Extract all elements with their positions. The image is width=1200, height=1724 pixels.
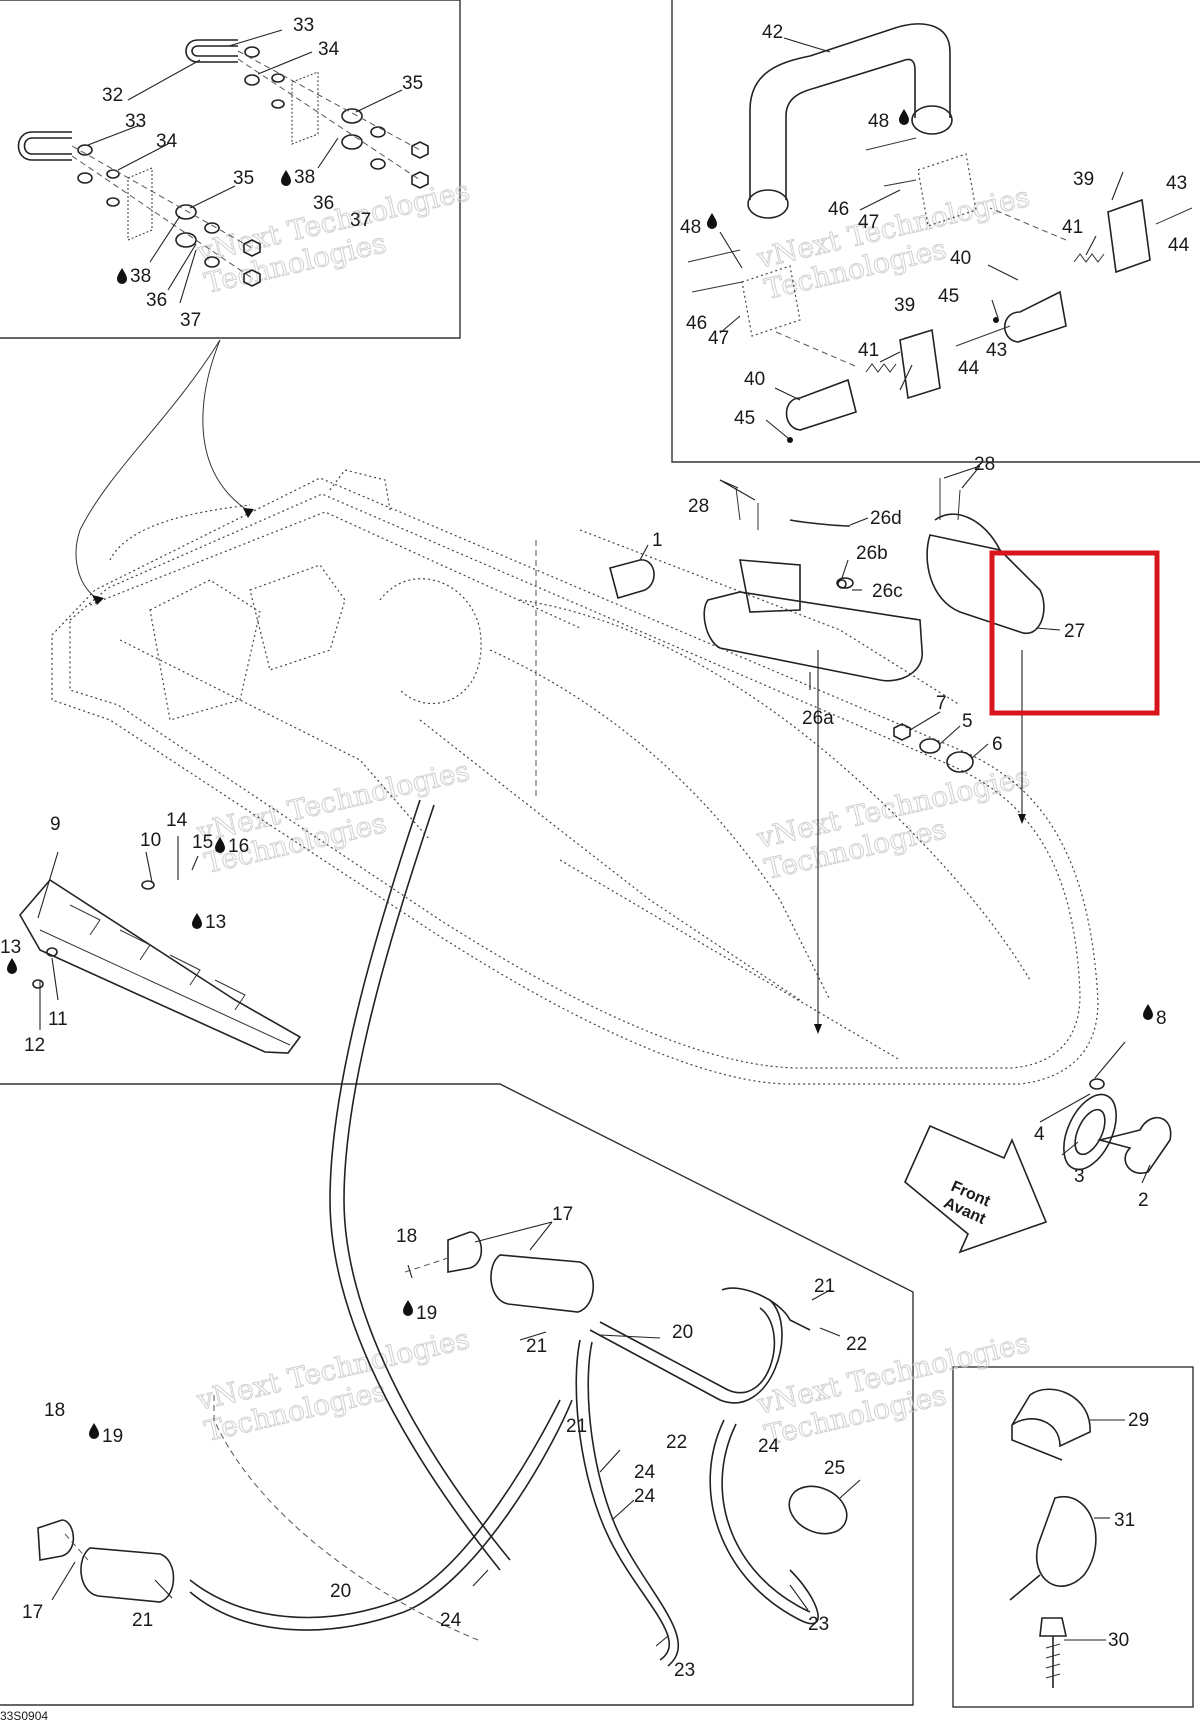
label-35b: 35 xyxy=(233,168,254,189)
label-34b: 34 xyxy=(156,131,178,152)
label-15: 15 xyxy=(192,832,213,853)
label-35: 35 xyxy=(402,73,423,94)
label-44b: 44 xyxy=(958,358,980,379)
label-26c: 26c xyxy=(872,581,903,602)
label-29: 29 xyxy=(1128,1410,1149,1431)
leader-lines xyxy=(37,29,1151,1647)
label-43b: 43 xyxy=(986,340,1007,361)
front-direction-arrow: Front Avant xyxy=(904,1124,1048,1254)
label-33b: 33 xyxy=(125,111,146,132)
label-21: 21 xyxy=(814,1276,835,1297)
label-22: 22 xyxy=(846,1334,867,1355)
label-8: 8 xyxy=(1156,1008,1167,1029)
label-46b: 46 xyxy=(686,313,707,334)
label-3: 3 xyxy=(1074,1166,1085,1187)
label-48b: 48 xyxy=(680,217,701,238)
label-27: 27 xyxy=(1064,621,1085,642)
label-18: 18 xyxy=(396,1226,417,1247)
label-42: 42 xyxy=(762,22,783,43)
label-37: 37 xyxy=(350,210,371,231)
label-40b: 40 xyxy=(744,369,765,390)
label-13: 13 xyxy=(205,912,226,933)
label-19b: 19 xyxy=(102,1426,123,1447)
label-39: 39 xyxy=(1073,169,1094,190)
label-13b: 13 xyxy=(0,937,21,958)
label-36b: 36 xyxy=(146,290,167,311)
label-9: 9 xyxy=(50,814,61,835)
label-2: 2 xyxy=(1138,1190,1149,1211)
label-18b: 18 xyxy=(44,1400,65,1421)
label-34: 34 xyxy=(318,39,340,60)
label-21d: 21 xyxy=(132,1610,153,1631)
label-38: 38 xyxy=(294,167,315,188)
drain-plug-drawing xyxy=(1063,1041,1172,1174)
part-labels: 33 34 35 32 33 34 38 35 36 37 38 36 37 4… xyxy=(0,15,1190,1723)
label-12: 12 xyxy=(24,1035,45,1056)
label-31: 31 xyxy=(1114,1510,1135,1531)
label-26b: 26b xyxy=(856,543,888,564)
label-11: 11 xyxy=(48,1009,68,1030)
label-24: 24 xyxy=(758,1436,780,1457)
highlight-box-part-27 xyxy=(989,550,1160,716)
label-38b: 38 xyxy=(130,266,151,287)
label-47b: 47 xyxy=(708,328,729,349)
label-41b: 41 xyxy=(858,340,879,361)
bilge-hoses-drawing xyxy=(37,799,848,1667)
label-43: 43 xyxy=(1166,173,1187,194)
label-1: 1 xyxy=(652,530,663,551)
label-20b: 20 xyxy=(330,1581,351,1602)
label-36: 36 xyxy=(313,193,334,214)
drawing-code: 33S0904 xyxy=(0,1709,48,1723)
label-23b: 23 xyxy=(674,1660,695,1681)
label-32: 32 xyxy=(102,85,123,106)
label-28: 28 xyxy=(974,454,995,475)
label-10: 10 xyxy=(140,830,161,851)
label-24b: 24 xyxy=(634,1462,656,1483)
storage-bin-drawing xyxy=(609,478,1045,773)
label-24c: 24 xyxy=(634,1486,656,1507)
label-22b: 22 xyxy=(666,1432,687,1453)
label-37b: 37 xyxy=(180,310,201,331)
sponson-drawing xyxy=(19,878,302,1054)
label-28b: 28 xyxy=(688,496,709,517)
label-30: 30 xyxy=(1108,1630,1129,1651)
label-4: 4 xyxy=(1034,1124,1045,1145)
label-26a: 26a xyxy=(802,708,834,729)
label-47: 47 xyxy=(858,212,879,233)
label-21c: 21 xyxy=(566,1416,587,1437)
fasteners-drawing xyxy=(1009,1388,1097,1688)
hull-drawing xyxy=(51,339,1099,1085)
label-40: 40 xyxy=(950,248,971,269)
label-6: 6 xyxy=(992,734,1003,755)
label-41: 41 xyxy=(1062,217,1083,238)
label-20: 20 xyxy=(672,1322,693,1343)
label-17: 17 xyxy=(552,1204,573,1225)
handle-assembly-drawing xyxy=(17,39,429,287)
watermarks: vNext Technologies Technologies vNext Te… xyxy=(193,174,1033,1453)
label-14: 14 xyxy=(166,810,188,831)
label-5: 5 xyxy=(962,711,973,732)
label-16: 16 xyxy=(228,836,249,857)
label-7: 7 xyxy=(936,693,947,714)
label-19: 19 xyxy=(416,1303,437,1324)
label-23: 23 xyxy=(808,1614,829,1635)
label-39b: 39 xyxy=(894,295,915,316)
label-45b: 45 xyxy=(734,408,755,429)
label-26d: 26d xyxy=(870,508,902,529)
label-44: 44 xyxy=(1168,235,1190,256)
label-48: 48 xyxy=(868,111,889,132)
label-24d: 24 xyxy=(440,1610,462,1631)
label-33: 33 xyxy=(293,15,314,36)
label-46: 46 xyxy=(828,199,849,220)
label-25: 25 xyxy=(824,1458,845,1479)
label-45: 45 xyxy=(938,286,959,307)
label-21b: 21 xyxy=(526,1336,547,1357)
label-17b: 17 xyxy=(22,1602,43,1623)
